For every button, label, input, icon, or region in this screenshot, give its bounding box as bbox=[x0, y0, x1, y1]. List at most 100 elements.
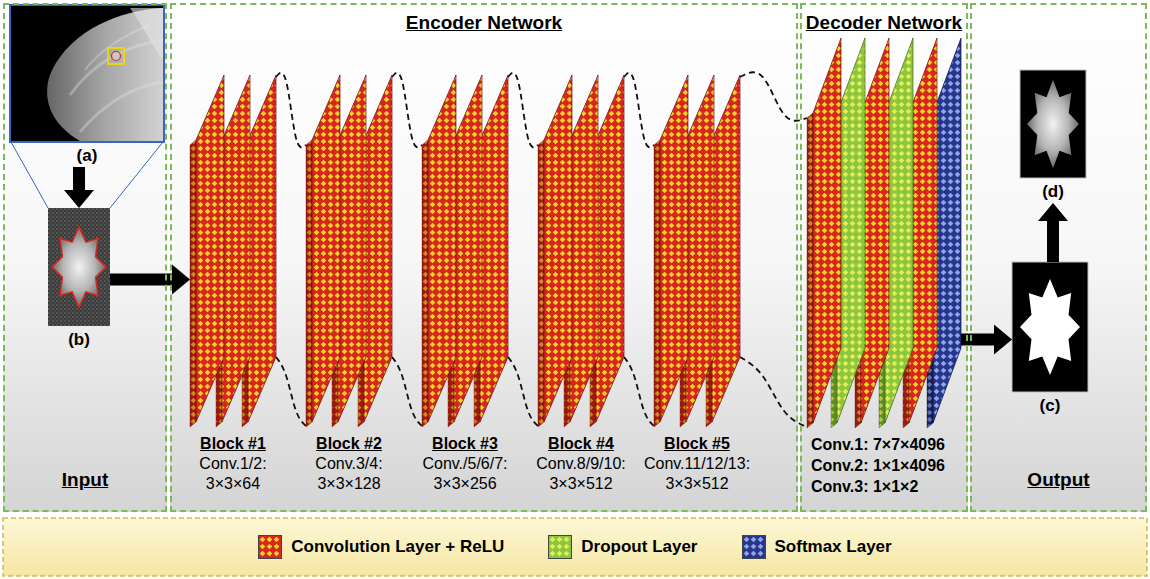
layer-face bbox=[480, 75, 508, 422]
layer-spec: Conv.3: 1×1×2 bbox=[811, 476, 945, 497]
mask-shape bbox=[1020, 279, 1080, 375]
layer-face bbox=[596, 75, 624, 422]
flow-arrow bbox=[110, 265, 190, 295]
block-title: Block #5 bbox=[642, 433, 753, 454]
conv-layer bbox=[538, 75, 572, 427]
layer-face-texture bbox=[312, 75, 340, 422]
title-holder: Output bbox=[972, 468, 1145, 492]
layer-stack-shape bbox=[190, 75, 276, 427]
panel-title: Output bbox=[1027, 468, 1089, 492]
image-panel: (a) bbox=[10, 5, 164, 167]
image-label: (b) bbox=[48, 326, 110, 351]
conv-layer bbox=[807, 38, 841, 428]
layer-edge-texture bbox=[190, 140, 196, 427]
layer-stack-shape bbox=[306, 75, 392, 427]
legend-swatch bbox=[258, 535, 282, 559]
feature-link bbox=[624, 73, 654, 148]
title-holder: Encoder Network bbox=[172, 11, 796, 35]
layer-face bbox=[454, 75, 482, 422]
stack-caption: Block #4Conv.8/9/10: 3×3×512 bbox=[534, 433, 628, 494]
conv-layer bbox=[306, 75, 340, 427]
layer-face-texture bbox=[480, 75, 508, 422]
swatch-texture bbox=[259, 536, 281, 558]
layer-face-texture bbox=[596, 75, 624, 422]
layer-face-texture bbox=[813, 38, 841, 423]
layer-edge bbox=[654, 140, 660, 427]
layer-edge-texture bbox=[422, 140, 428, 427]
image-label: (a) bbox=[10, 142, 164, 167]
conv-layer bbox=[654, 75, 688, 427]
segmented-image bbox=[1020, 70, 1086, 178]
legend: Convolution Layer + ReLU Dropout Layer Sof… bbox=[0, 518, 1150, 576]
block-title: Block #1 bbox=[197, 433, 269, 454]
title-holder: Decoder Network bbox=[802, 11, 966, 35]
mass-contour bbox=[52, 227, 106, 308]
block-title: Block #2 bbox=[313, 433, 385, 454]
layer-face bbox=[428, 75, 456, 422]
zoom-line bbox=[11, 142, 48, 208]
stack-caption: Block #5Conv.11/12/13: 3×3×512 bbox=[642, 433, 753, 494]
segmented-mass bbox=[1027, 80, 1079, 168]
network-panel: Decoder NetworkConv.1: 7×7×4096Conv.2: 1… bbox=[800, 3, 968, 512]
block-title: Block #4 bbox=[534, 433, 628, 454]
layer-face bbox=[712, 75, 740, 422]
zoom-line bbox=[110, 142, 163, 208]
layer-face bbox=[312, 75, 340, 422]
layer-spec: Conv.2: 1×1×4096 bbox=[811, 455, 945, 476]
stack-caption: Block #3Conv./5/6/7: 3×3×256 bbox=[420, 433, 510, 494]
flow-arrow bbox=[64, 167, 94, 208]
mass-spot bbox=[112, 52, 121, 61]
zoom-box bbox=[108, 48, 124, 64]
legend-item: Softmax Layer bbox=[742, 535, 892, 559]
swatch-texture bbox=[549, 536, 571, 558]
feature-link bbox=[508, 357, 538, 426]
layer-face-texture bbox=[660, 75, 688, 422]
layer-stack-shape bbox=[654, 75, 740, 427]
layer-stack: Block #1Conv.1/2: 3×3×64 bbox=[190, 75, 276, 427]
image-area bbox=[1020, 70, 1086, 178]
layer-edge-texture bbox=[654, 140, 660, 427]
feature-link bbox=[392, 73, 422, 148]
layer-edge bbox=[807, 113, 813, 428]
layer-face-texture bbox=[196, 75, 224, 422]
layer-face bbox=[364, 75, 392, 422]
tissue-strand bbox=[80, 82, 163, 132]
feature-link bbox=[624, 357, 654, 426]
image-area bbox=[48, 208, 110, 326]
layer-face bbox=[222, 75, 250, 422]
layer-face bbox=[660, 75, 688, 422]
image-frame bbox=[1020, 70, 1086, 178]
stack-caption: Block #1Conv.1/2: 3×3×64 bbox=[197, 433, 269, 494]
image-area bbox=[10, 5, 164, 142]
layer-spec: Conv.3/4: 3×3×128 bbox=[313, 454, 385, 494]
layer-edge-texture bbox=[306, 140, 312, 427]
tissue-strand bbox=[70, 40, 163, 95]
panel-ground bbox=[170, 3, 798, 512]
network-panel: Encoder NetworkBlock #1Conv.1/2: 3×3×64B… bbox=[170, 3, 798, 512]
image-panel: (b) bbox=[48, 208, 110, 351]
swatch-texture bbox=[743, 536, 765, 558]
flow-arrow bbox=[1038, 203, 1068, 262]
network-panel: Input(a)(b) bbox=[3, 3, 167, 512]
mass-crop-image bbox=[48, 208, 110, 326]
layer-spec: Conv.1: 7×7×4096 bbox=[811, 434, 945, 455]
layer-spec: Conv.1/2: 3×3×64 bbox=[197, 454, 269, 494]
layer-spec: Conv.11/12/13: 3×3×512 bbox=[642, 454, 753, 494]
legend-label: Dropout Layer bbox=[581, 537, 697, 557]
stack-caption: Conv.1: 7×7×4096Conv.2: 1×1×4096Conv.3: … bbox=[811, 434, 945, 497]
layer-face bbox=[570, 75, 598, 422]
tissue-strand bbox=[85, 25, 150, 70]
layer-stack-shape bbox=[538, 75, 624, 427]
legend-swatch bbox=[742, 535, 766, 559]
layer-stack-shape bbox=[422, 75, 508, 427]
image-panel: (c) bbox=[1012, 262, 1088, 417]
layer-face bbox=[544, 75, 572, 422]
legend-label: Convolution Layer + ReLU bbox=[291, 537, 504, 557]
panel-title: Encoder Network bbox=[406, 11, 562, 35]
layer-edge-texture bbox=[807, 113, 813, 428]
layer-edge-texture bbox=[538, 140, 544, 427]
layer-face bbox=[196, 75, 224, 422]
layer-face bbox=[686, 75, 714, 422]
stack-caption: Block #2Conv.3/4: 3×3×128 bbox=[313, 433, 385, 494]
legend-item: Convolution Layer + ReLU bbox=[258, 535, 504, 559]
